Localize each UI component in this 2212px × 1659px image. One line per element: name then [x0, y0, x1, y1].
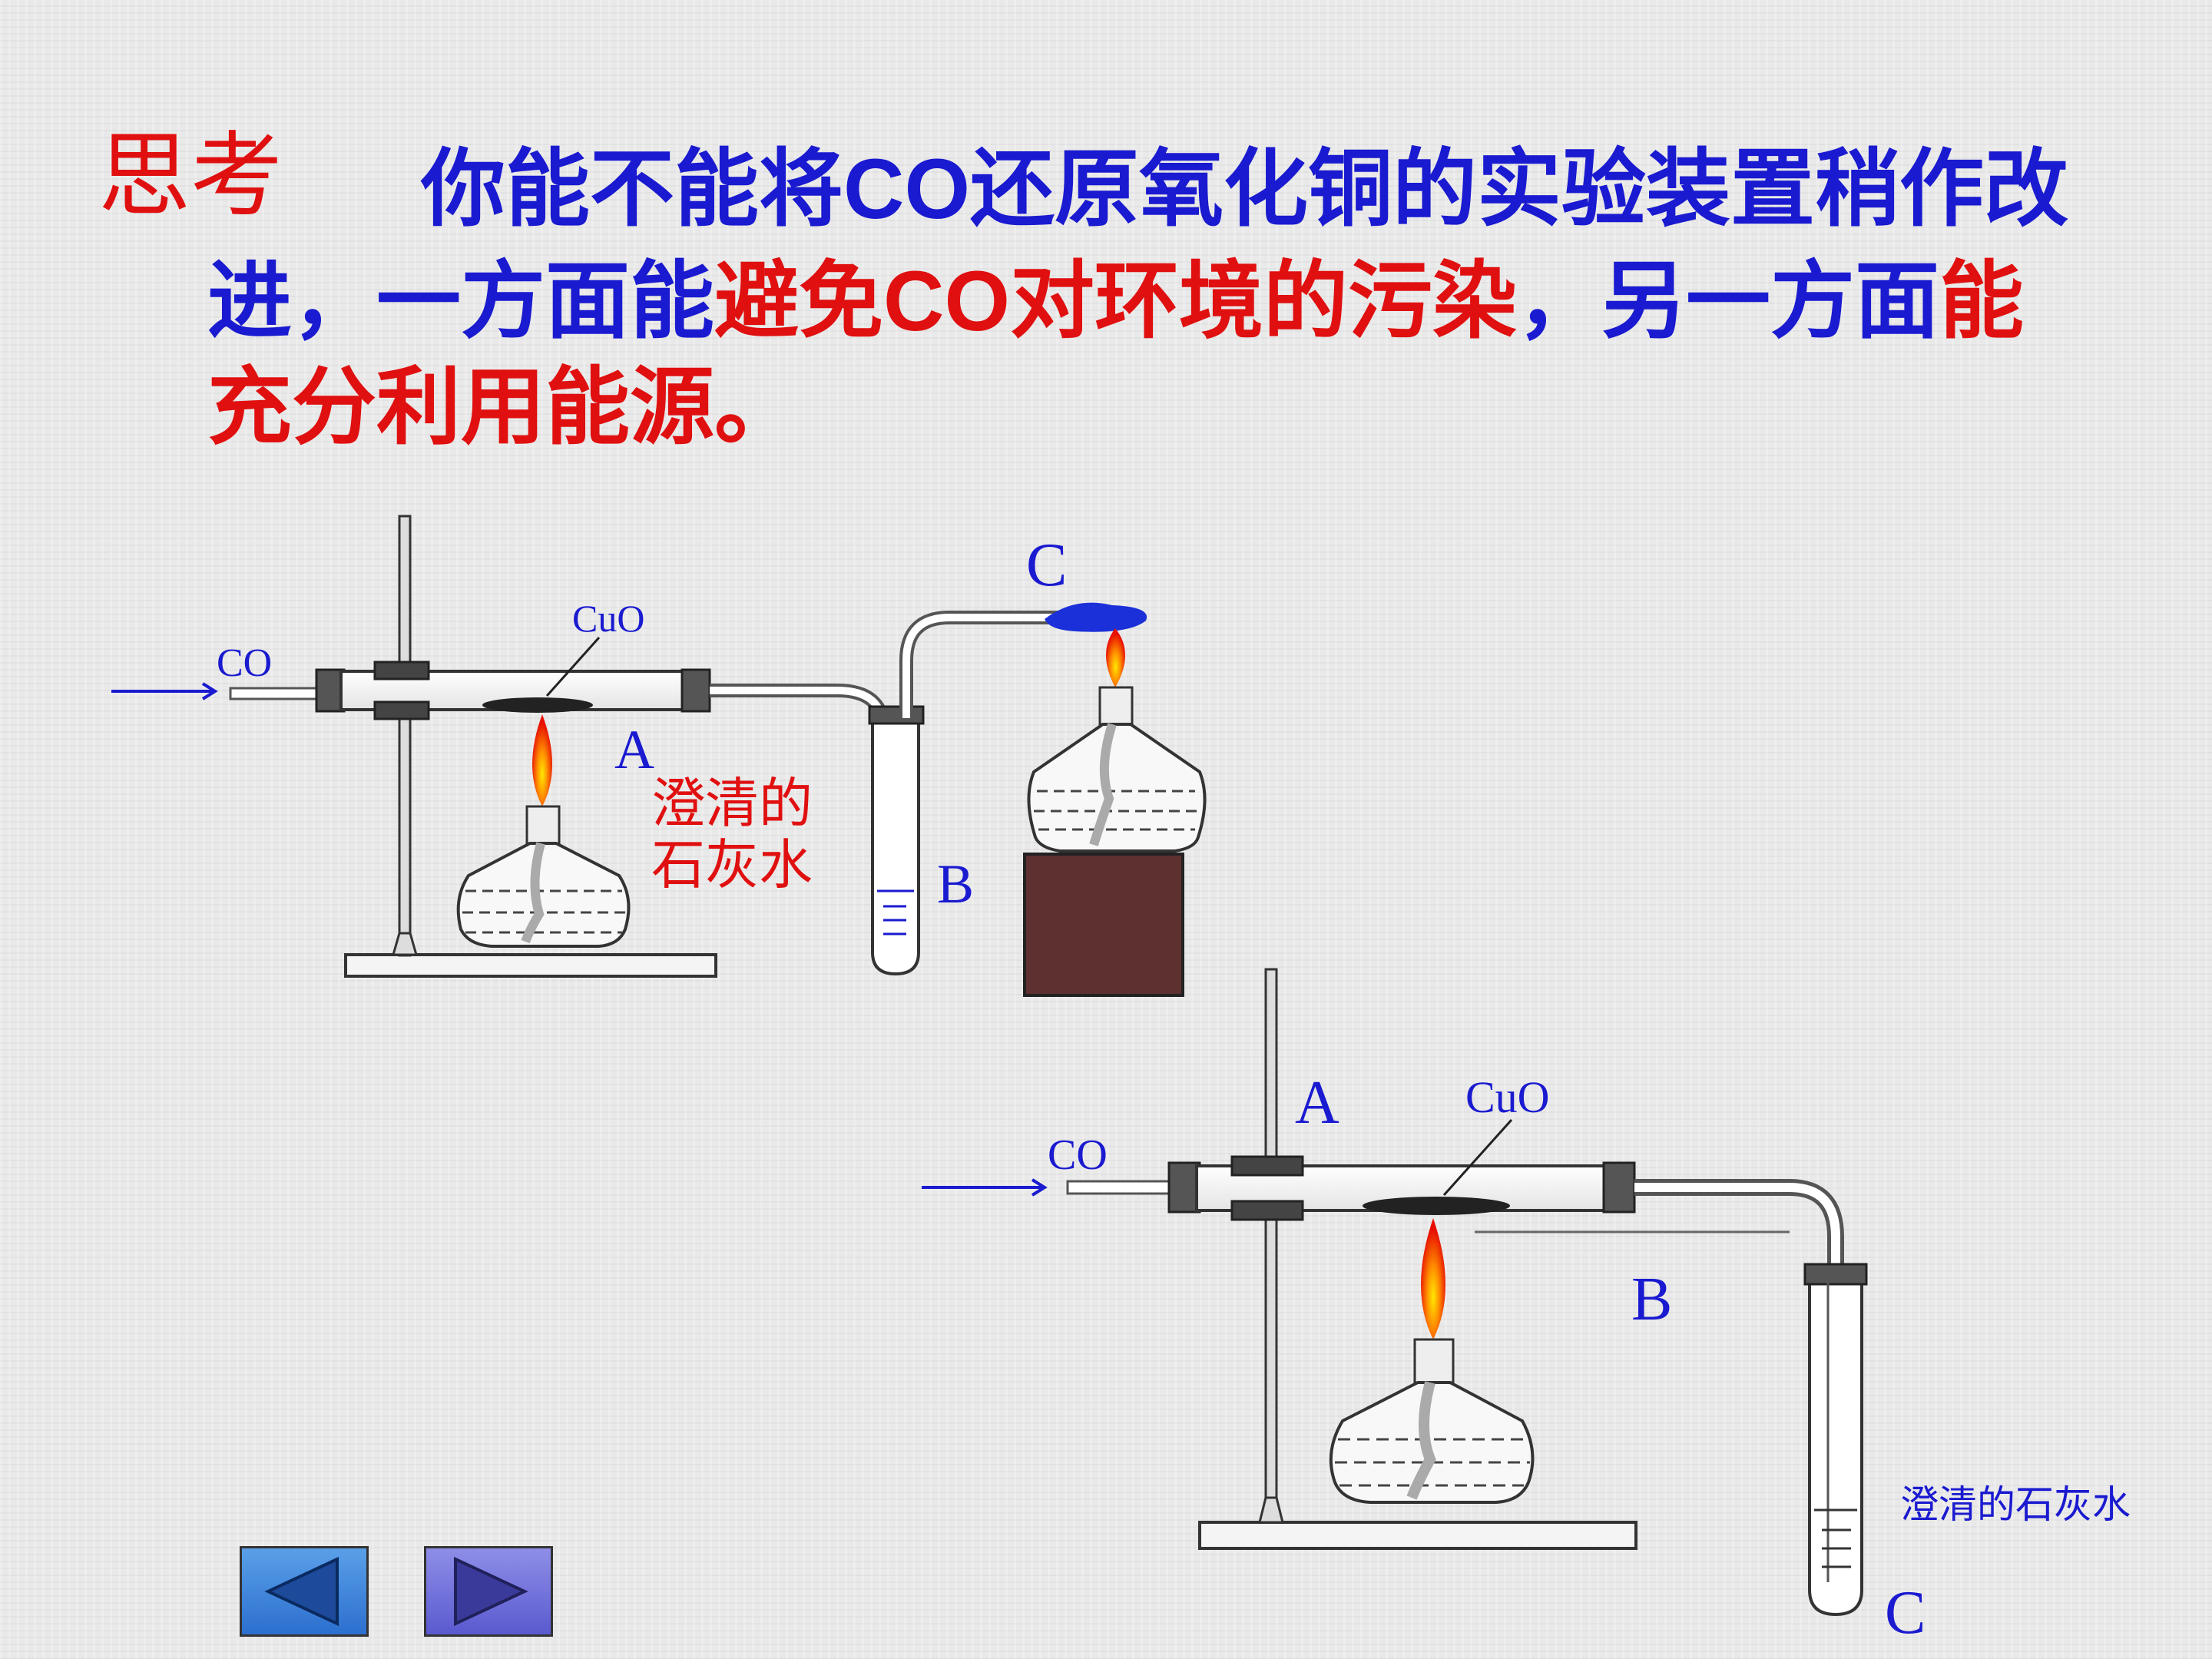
test-tube-c-2: [1808, 1283, 1863, 1617]
cuo-powder-1: [482, 697, 593, 713]
co-burning-flame-c: [1045, 602, 1147, 632]
q2-part-b: 避免: [714, 252, 883, 350]
cuo-powder-2: [1363, 1197, 1510, 1215]
apparatus-1: CO CuO A B 澄清的 石灰水: [111, 515, 1207, 997]
triangle-left-icon: [264, 1556, 339, 1627]
q2-part-c: 对环境的污染: [1010, 252, 1517, 350]
q2-part-co: CO: [883, 254, 1010, 349]
stand-rod-1: [398, 515, 412, 957]
limewater-label-1a: 澄清的: [651, 772, 813, 835]
exhaust-tube-1: [899, 611, 1060, 718]
alcohol-lamp-a-2: [1329, 1218, 1535, 1504]
alcohol-lamp-c: [1027, 628, 1207, 853]
test-tube-b-1: [871, 718, 920, 976]
stand-base-1: [344, 953, 717, 978]
question-line-2: 进，一方面能避免CO对环境的污染，另一方面能: [207, 247, 2024, 356]
cuo-label-1: CuO: [572, 597, 644, 640]
next-slide-button[interactable]: [424, 1546, 553, 1637]
cuo-label-2: CuO: [1465, 1072, 1550, 1122]
q2-part-e: 能: [1939, 252, 2024, 350]
label-c-1: C: [1026, 531, 1067, 599]
q3-part-a: 充分利用能源。: [207, 358, 799, 456]
question-line-3: 充分利用能源。: [207, 353, 799, 461]
stopper-left-2: [1167, 1161, 1201, 1214]
label-a-1: A: [614, 719, 654, 780]
q1-part-co: CO: [843, 142, 970, 237]
stand-base-2: [1198, 1521, 1637, 1550]
co-label-1: CO: [217, 641, 272, 685]
question-line-1: 你能不能将CO还原氧化铜的实验装置稍作改: [421, 135, 2068, 243]
label-b-2: B: [1631, 1266, 1672, 1333]
q2-part-a: 进，一方面能: [207, 252, 714, 350]
label-a-2: A: [1295, 1069, 1339, 1137]
stopper-right-2: [1602, 1161, 1636, 1214]
think-heading: 思考: [98, 123, 283, 230]
label-b-1: B: [937, 853, 974, 915]
q2-part-d: ，另一方面: [1517, 252, 1939, 350]
triangle-right-icon: [454, 1556, 528, 1627]
apparatus-2: CO CuO A B 澄清的石灰水 C: [922, 968, 2131, 1647]
q1-part-a: 你能不能将: [421, 140, 843, 238]
stand-rod-2: [1264, 968, 1278, 1524]
label-c-2: C: [1885, 1579, 1926, 1647]
q1-part-b: 还原氧化铜的实验装置稍作改: [970, 140, 2068, 238]
alcohol-lamp-a-1: [456, 714, 631, 948]
co-label-2: CO: [1048, 1131, 1108, 1179]
wooden-block: [1023, 853, 1184, 997]
stopper-right-1: [680, 668, 711, 713]
previous-slide-button[interactable]: [240, 1546, 369, 1637]
limewater-label-1b: 石灰水: [651, 833, 813, 896]
limewater-label-2: 澄清的石灰水: [1900, 1482, 2131, 1527]
delivery-tube-1: [710, 684, 890, 768]
